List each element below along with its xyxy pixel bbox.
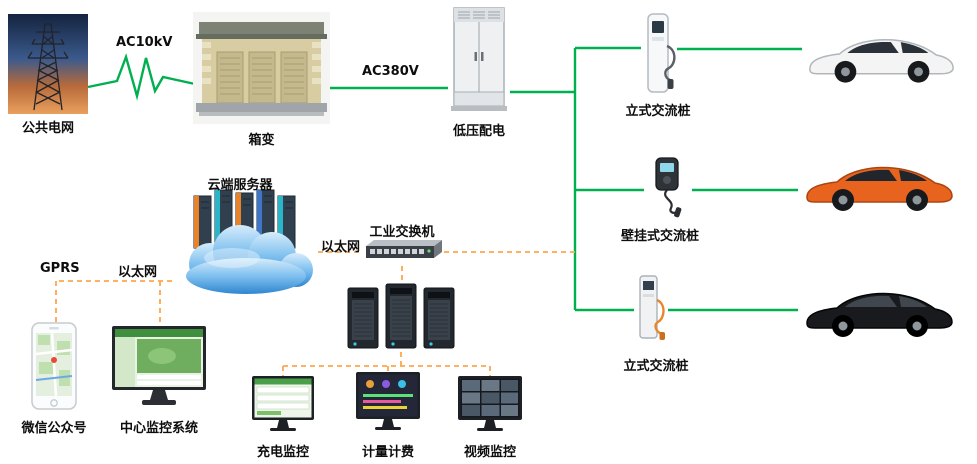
- lv-cabinet-image: [448, 6, 510, 116]
- ethernet-right-label: 以太网: [321, 240, 361, 255]
- public-grid-label: 公共电网: [21, 121, 74, 136]
- pile-bottom-label: 立式交流桩: [623, 359, 689, 374]
- charging-pile-vertical-top: [641, 12, 677, 98]
- wall-mounted-pile-image: [644, 156, 692, 218]
- wechat-account-label: 微信公众号: [21, 421, 87, 436]
- tower-server-icon: [423, 287, 455, 349]
- central-monitoring-label: 中心监控系统: [119, 421, 198, 436]
- video-monitor-label: 视频监控: [463, 445, 516, 460]
- transmission-tower-icon: [27, 23, 69, 111]
- cloud-server-label: 云端服务器: [207, 178, 273, 193]
- lv-distribution-label: 低压配电: [452, 124, 505, 139]
- ac380v-label: AC380V: [362, 64, 419, 79]
- metering-billing-screen: [356, 372, 420, 438]
- transformer-doors: [216, 51, 308, 104]
- charging-cable-icon: [664, 44, 676, 82]
- transformer-label: 箱变: [248, 133, 275, 148]
- white-car-image: [802, 22, 960, 86]
- pile-top-label: 立式交流桩: [625, 104, 691, 119]
- ethernet-left-label: 以太网: [118, 265, 158, 280]
- orange-car-image: [798, 150, 960, 214]
- cloud-icon: [186, 225, 313, 294]
- map-pin-icon: [51, 357, 57, 363]
- cctv-thumbnails: [462, 380, 518, 416]
- ac10kv-label: AC10kV: [116, 35, 173, 50]
- gprs-label: GPRS: [40, 261, 80, 276]
- charging-monitor-screen: [252, 376, 314, 438]
- tower-server-icon: [347, 287, 379, 349]
- public-grid-photo: [8, 14, 88, 114]
- charging-monitor-label: 充电监控: [256, 445, 309, 460]
- charging-pile-vertical-bottom: [634, 274, 668, 342]
- industrial-switch-label: 工业交换机: [369, 225, 435, 240]
- pile-wall-label: 壁挂式交流桩: [620, 229, 699, 244]
- tower-server-icon: [385, 283, 417, 349]
- cloud-server-image: [172, 186, 318, 298]
- metering-billing-label: 计量计费: [361, 445, 414, 460]
- video-monitor-screen: [458, 376, 522, 438]
- home-button: [50, 399, 58, 407]
- charging-cable-icon: [654, 298, 665, 336]
- charging-cable-icon: [664, 189, 678, 214]
- central-monitoring-screen: [112, 326, 206, 412]
- black-car-image: [798, 276, 960, 340]
- server-towers-image: [346, 282, 456, 352]
- industrial-switch-image: [360, 236, 444, 266]
- transformer-image: [193, 12, 330, 124]
- smartphone-image: [31, 322, 77, 410]
